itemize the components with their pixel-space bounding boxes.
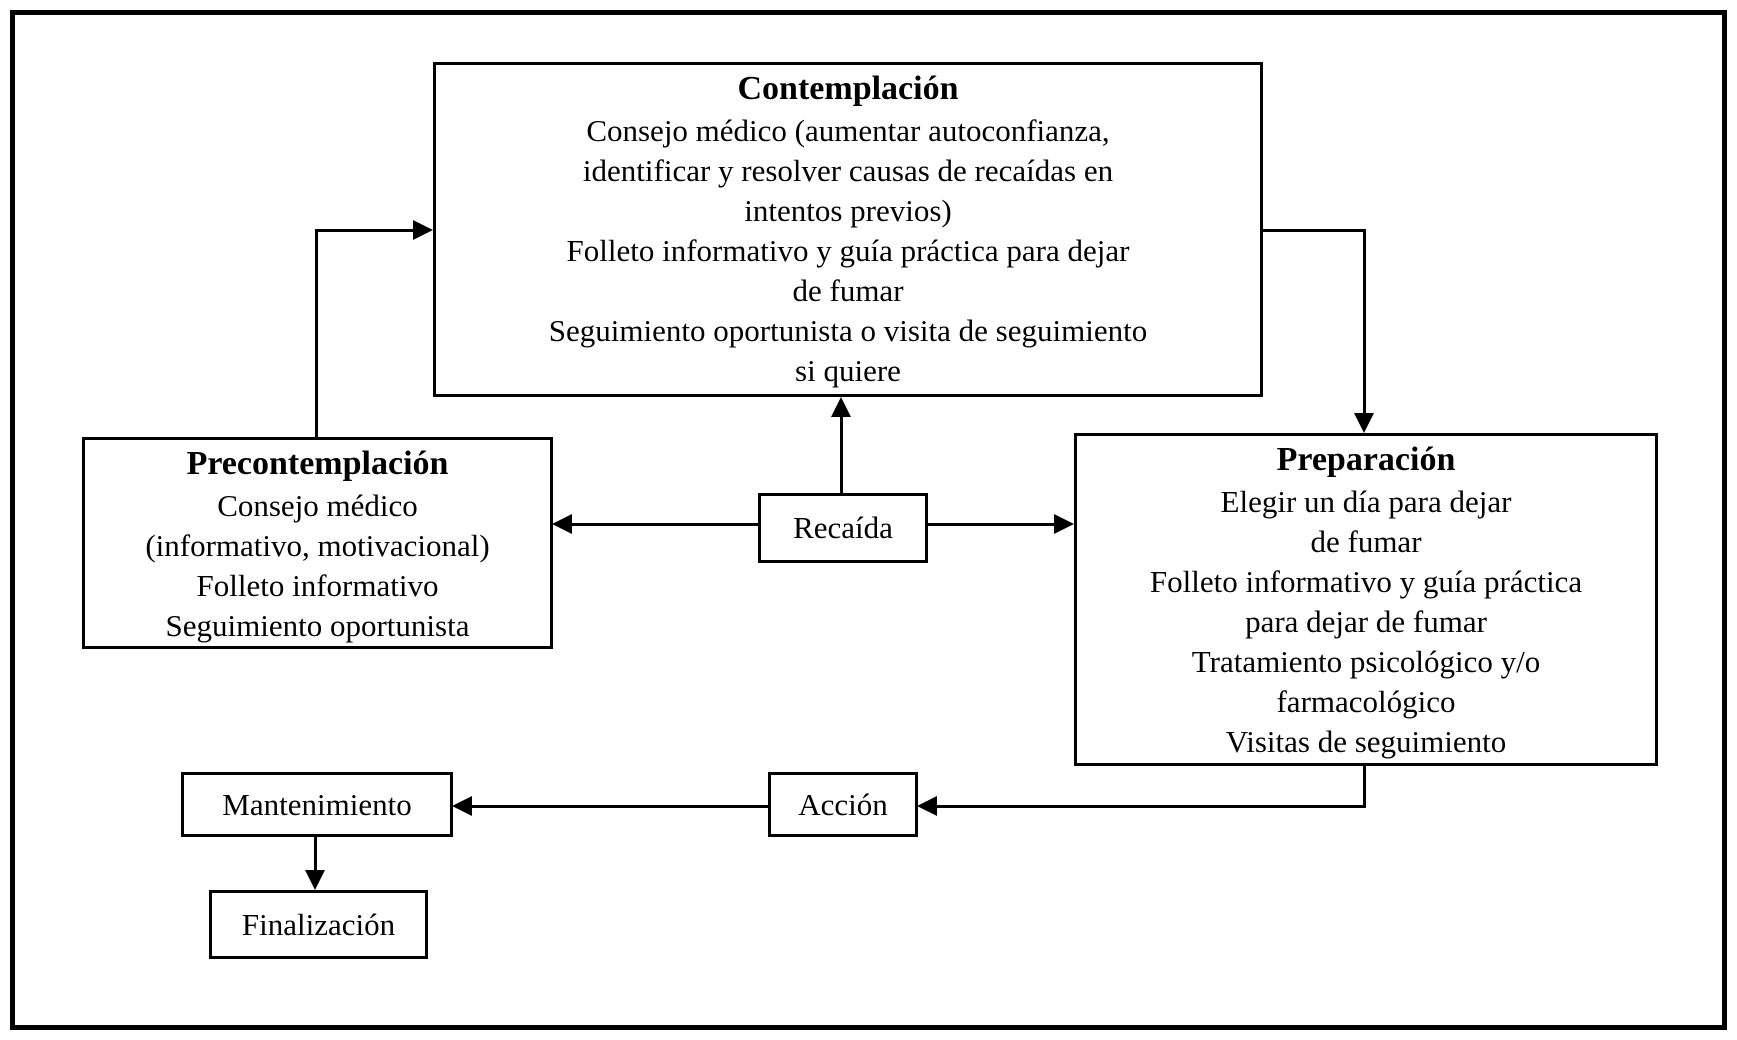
connector-accion-to-mantenimiento bbox=[471, 805, 768, 808]
box-contemplacion-title: Contemplación bbox=[737, 70, 959, 107]
box-recaida: Recaída bbox=[758, 493, 928, 563]
connector-precontemplacion-to-contemplacion-horizontal bbox=[315, 229, 415, 232]
connector-precontemplacion-to-contemplacion-vertical bbox=[315, 229, 318, 437]
box-accion: Acción bbox=[768, 772, 918, 837]
box-body-line: para dejar de fumar bbox=[1245, 604, 1487, 639]
connector-recaida-to-preparacion bbox=[927, 523, 1056, 526]
box-body-line: de fumar bbox=[792, 273, 904, 308]
box-body-line: Folleto informativo y guía práctica para… bbox=[566, 233, 1130, 268]
arrowhead-into-preparacion-top bbox=[1354, 413, 1374, 433]
box-body-line: Visitas de seguimiento bbox=[1225, 724, 1507, 759]
connector-recaida-to-precontemplacion bbox=[570, 523, 758, 526]
connector-preparacion-to-accion-horizontal bbox=[936, 805, 1366, 808]
box-contemplacion-body: Consejo médico (aumentar autoconfianza, i… bbox=[436, 111, 1260, 391]
arrowhead-into-precontemplacion-right bbox=[552, 514, 572, 534]
box-body-line: identificar y resolver causas de recaída… bbox=[582, 153, 1114, 188]
box-mantenimiento: Mantenimiento bbox=[181, 772, 453, 837]
connector-contemplacion-to-preparacion-vertical bbox=[1363, 229, 1366, 415]
connector-contemplacion-to-preparacion-horizontal bbox=[1263, 229, 1366, 232]
box-contemplacion: Contemplación Consejo médico (aumentar a… bbox=[433, 62, 1263, 397]
box-body-line: de fumar bbox=[1310, 524, 1422, 559]
box-body-line: Seguimiento oportunista bbox=[165, 608, 470, 643]
box-precontemplacion: Precontemplación Consejo médico (informat… bbox=[82, 437, 553, 649]
outer-border bbox=[10, 10, 1727, 1030]
box-body-line: Consejo médico (aumentar autoconfianza, bbox=[586, 113, 1110, 148]
arrowhead-into-accion-right bbox=[917, 796, 937, 816]
box-precontemplacion-body: Consejo médico (informativo, motivacional… bbox=[85, 486, 550, 646]
box-body-line: Elegir un día para dejar bbox=[1220, 484, 1512, 519]
connector-mantenimiento-to-finalizacion bbox=[314, 837, 317, 872]
box-body-line: farmacológico bbox=[1276, 684, 1456, 719]
box-finalizacion-title: Finalización bbox=[241, 906, 396, 942]
box-body-line: Folleto informativo bbox=[196, 568, 439, 603]
connector-recaida-to-contemplacion bbox=[840, 415, 843, 493]
box-body-line: (informativo, motivacional) bbox=[145, 528, 490, 563]
arrowhead-into-preparacion-left bbox=[1054, 514, 1074, 534]
box-finalizacion: Finalización bbox=[209, 890, 428, 959]
box-accion-title: Acción bbox=[798, 786, 888, 822]
box-body-line: Tratamiento psicológico y/o bbox=[1191, 644, 1541, 679]
box-body-line: Consejo médico bbox=[217, 488, 418, 523]
arrowhead-into-contemplacion-bottom bbox=[831, 397, 851, 417]
box-precontemplacion-title: Precontemplación bbox=[186, 445, 449, 482]
arrowhead-into-contemplacion-left bbox=[413, 220, 433, 240]
box-body-line: Seguimiento oportunista o visita de segu… bbox=[548, 313, 1148, 348]
box-preparacion-title: Preparación bbox=[1276, 441, 1456, 478]
arrowhead-into-finalizacion-top bbox=[305, 870, 325, 890]
box-body-line: Folleto informativo y guía práctica bbox=[1149, 564, 1583, 599]
box-body-line: intentos previos) bbox=[744, 193, 952, 228]
connector-preparacion-to-accion-vertical bbox=[1363, 765, 1366, 808]
arrowhead-into-mantenimiento-right bbox=[452, 796, 472, 816]
box-body-line: si quiere bbox=[795, 353, 901, 388]
box-mantenimiento-title: Mantenimiento bbox=[222, 786, 412, 822]
box-recaida-title: Recaída bbox=[793, 510, 893, 545]
box-preparacion: Preparación Elegir un día para dejar de f… bbox=[1074, 433, 1658, 766]
